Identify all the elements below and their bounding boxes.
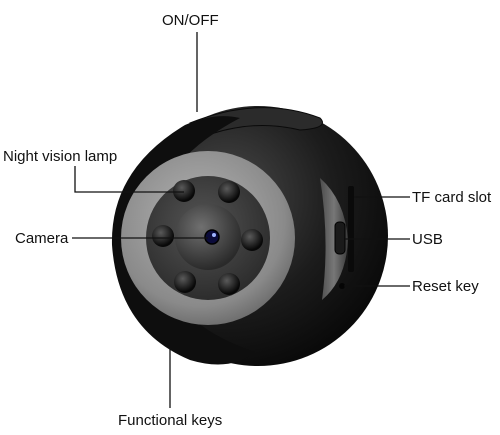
tf-card-slot[interactable]	[348, 186, 354, 272]
camera-lens	[204, 229, 220, 245]
ir-led	[241, 229, 263, 251]
ir-led	[174, 271, 196, 293]
leader-night-vision	[74, 166, 184, 193]
ir-led	[173, 180, 195, 202]
label-night-vision-lamp: Night vision lamp	[3, 148, 118, 165]
usb-port[interactable]	[334, 221, 346, 255]
camera-device	[111, 106, 388, 366]
label-usb: USB	[412, 231, 443, 248]
ir-led	[152, 225, 174, 247]
reset-key[interactable]	[339, 283, 345, 289]
label-camera: Camera	[15, 230, 69, 247]
label-functional-keys: Functional keys	[118, 412, 223, 429]
label-reset-key: Reset key	[412, 278, 479, 295]
ir-led	[218, 181, 240, 203]
lens-glint	[212, 233, 216, 237]
side-panel	[320, 178, 348, 300]
label-on-off: ON/OFF	[162, 12, 219, 29]
label-tf-card-slot: TF card slot	[412, 189, 492, 206]
on-off-button[interactable]	[189, 107, 323, 139]
leader-lines	[72, 32, 410, 408]
ir-led	[218, 273, 240, 295]
